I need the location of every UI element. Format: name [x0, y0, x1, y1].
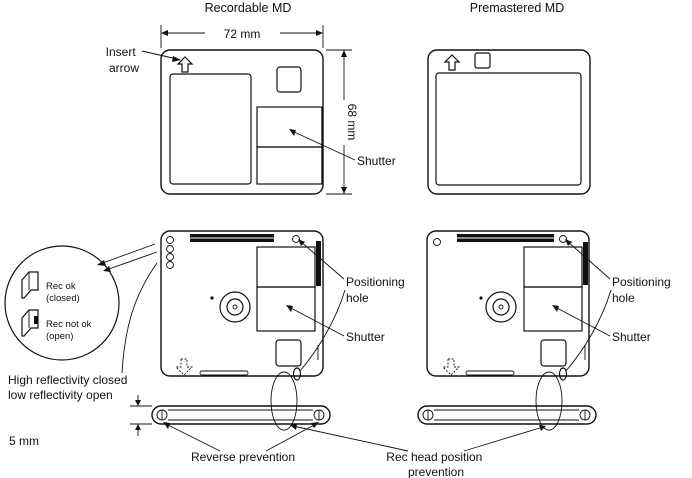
- reverse-prevention-label: Reverse prevention: [191, 450, 295, 464]
- title-premastered-md: Premastered MD: [470, 1, 564, 15]
- title-recordable-md: Recordable MD: [205, 1, 292, 15]
- shutter-label-bottom-right: Shutter: [612, 330, 651, 344]
- recordable-top-view: [160, 49, 324, 195]
- rec-head-highlight-left: [270, 371, 298, 431]
- rec-head-prevention-label: Rec head position prevention: [386, 450, 485, 478]
- insert-arrow-icon: [176, 56, 194, 73]
- positioning-hole-label-right: Positioning hole: [612, 275, 674, 305]
- recordable-bottom-view: [160, 230, 324, 381]
- down-arrow-icon: [441, 358, 461, 376]
- height-dimension: 68 mm: [326, 49, 359, 195]
- down-arrow-icon: [174, 358, 194, 376]
- insert-arrow-icon: [443, 54, 461, 71]
- reflectivity-label: High reflectivity closed low reflectivit…: [8, 373, 131, 402]
- premastered-top-view: [427, 49, 591, 195]
- rec-not-ok-label: Rec not ok (open): [46, 316, 95, 342]
- rec-ok-label: Rec ok (closed): [46, 278, 80, 304]
- write-protect-inset: Rec ok (closed) Rec not ok (open): [4, 245, 120, 361]
- thickness-dimension: 5 mm: [9, 395, 152, 448]
- shutter-label-top: Shutter: [357, 154, 396, 168]
- thickness-label: 5 mm: [9, 434, 39, 448]
- shutter-label-bottom-left: Shutter: [346, 330, 385, 344]
- width-label: 72 mm: [224, 27, 261, 41]
- premastered-side-profile: [417, 405, 597, 425]
- height-label: 68 mm: [345, 104, 359, 141]
- positioning-hole-label-left: Positioning hole: [346, 275, 408, 305]
- rec-head-highlight-right: [535, 371, 563, 431]
- width-dimension: 72 mm: [160, 25, 324, 48]
- premastered-bottom-view: [426, 230, 590, 381]
- insert-arrow-label: Insert arrow: [106, 45, 140, 75]
- recordable-side-profile: [151, 405, 331, 425]
